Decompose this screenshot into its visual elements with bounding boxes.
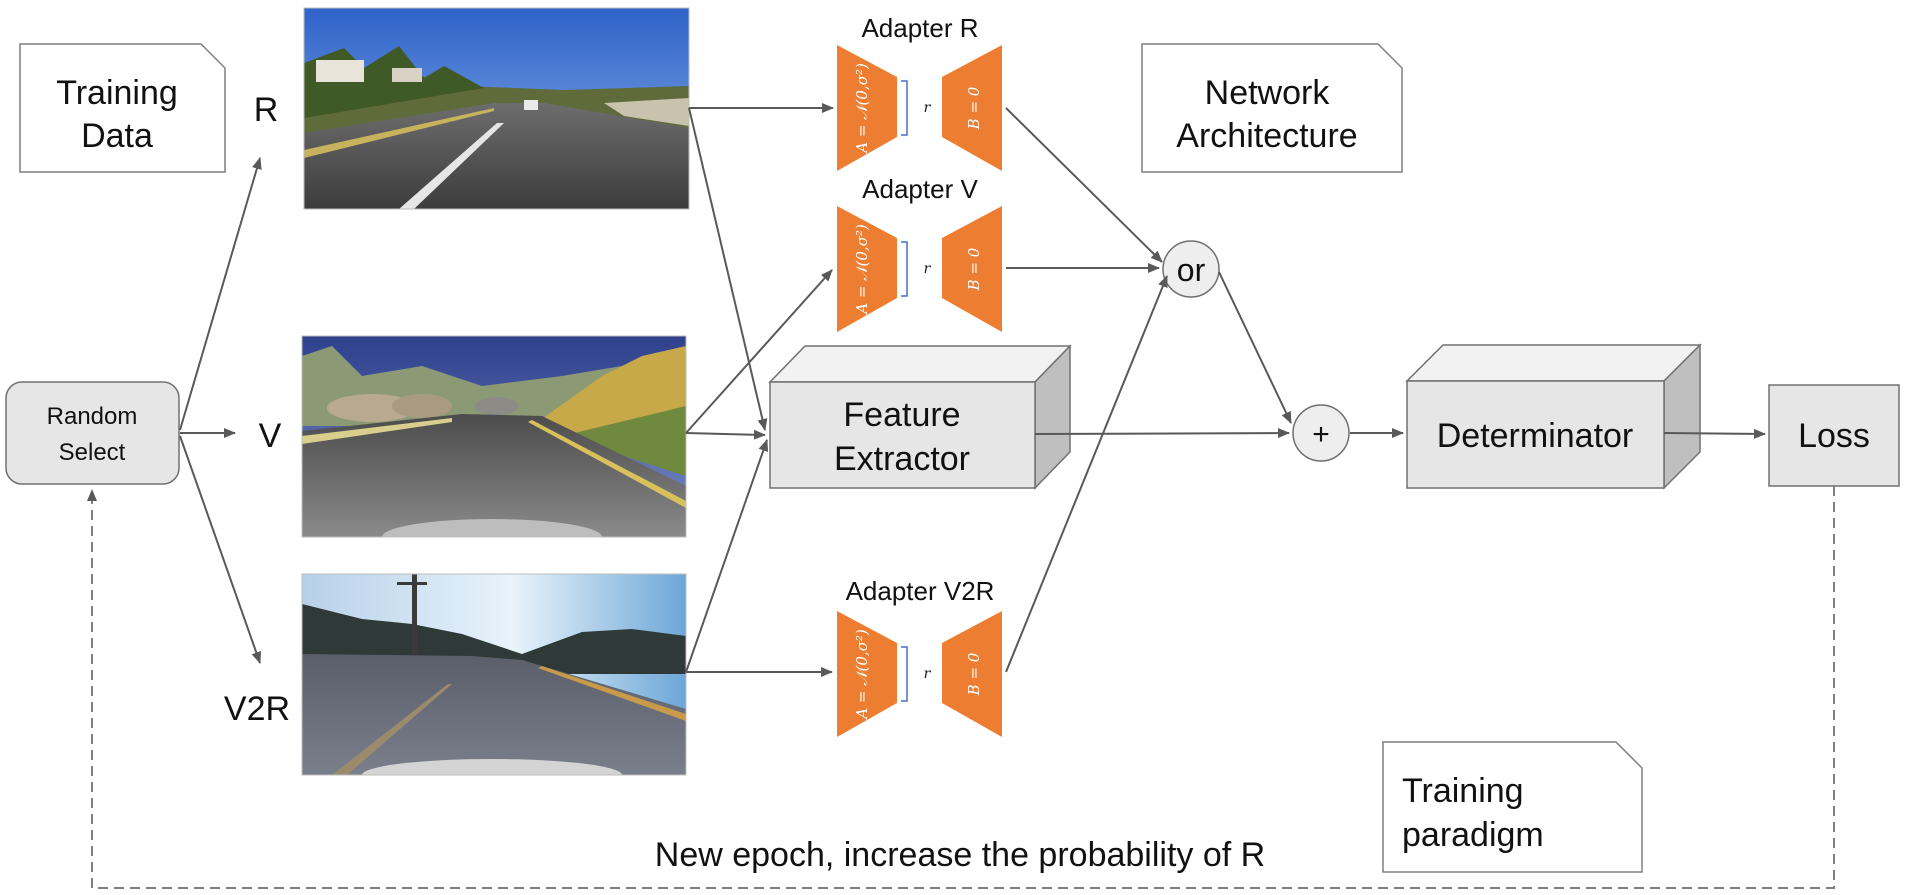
arrow-adapter-r-to-or bbox=[1005, 107, 1163, 263]
arrow-r-to-extractor bbox=[688, 107, 768, 431]
branch-label-v: V bbox=[259, 417, 282, 455]
adapter-r-b-formula: B = 0 bbox=[965, 86, 983, 130]
arrow-v-to-adapter-v bbox=[685, 269, 833, 434]
training-data-line2: Data bbox=[81, 117, 153, 155]
feature-extractor-block: Feature Extractor bbox=[768, 344, 1072, 490]
determinator-label: Determinator bbox=[1437, 417, 1634, 455]
arrow-determinator-to-loss bbox=[1663, 428, 1766, 439]
arrow-v2r-to-extractor bbox=[685, 439, 769, 673]
arrow-select-to-v2r bbox=[179, 435, 262, 664]
arrow-or-to-plus bbox=[1218, 271, 1292, 424]
random-select-line1: Random bbox=[47, 403, 138, 430]
feature-extractor-line2: Extractor bbox=[834, 440, 970, 478]
arrow-v-to-extractor bbox=[685, 429, 766, 440]
random-select-line2: Select bbox=[59, 439, 126, 466]
feature-extractor-line1: Feature bbox=[843, 396, 960, 434]
virtual-road-image bbox=[301, 335, 687, 538]
adapter-v: A = 𝒩(0,σ²) r B = 0 bbox=[836, 205, 1003, 333]
adapter-v-a-formula: A = 𝒩(0,σ²) bbox=[853, 224, 871, 316]
network-architecture-line2: Architecture bbox=[1176, 117, 1357, 155]
plus-label: + bbox=[1312, 418, 1330, 451]
training-data-note: Training Data bbox=[19, 43, 226, 173]
determinator-block: Determinator bbox=[1405, 343, 1702, 490]
adapter-v2r: A = 𝒩(0,σ²) r B = 0 bbox=[836, 610, 1003, 738]
adapter-v-b-formula: B = 0 bbox=[965, 247, 983, 291]
adapter-r-rank: r bbox=[924, 100, 932, 116]
loss-box: Loss bbox=[1768, 384, 1900, 487]
network-architecture-line1: Network bbox=[1205, 74, 1331, 112]
training-paradigm-note: Training paradigm bbox=[1382, 741, 1643, 873]
arrow-adapter-v2r-to-or bbox=[1005, 275, 1168, 673]
connector-arrows bbox=[87, 103, 1835, 889]
arrow-select-to-r bbox=[179, 157, 262, 431]
loss-label: Loss bbox=[1798, 417, 1870, 455]
real-road-image bbox=[303, 7, 690, 210]
branch-label-r: R bbox=[254, 91, 279, 129]
adapter-v2r-b-formula: B = 0 bbox=[965, 652, 983, 696]
adapter-v2r-a-formula: A = 𝒩(0,σ²) bbox=[853, 629, 871, 721]
adapter-r-title: Adapter R bbox=[861, 13, 978, 43]
random-select-box: Random Select bbox=[5, 381, 180, 485]
or-label: or bbox=[1177, 252, 1206, 288]
network-architecture-note: Network Architecture bbox=[1141, 43, 1403, 173]
adapter-r: A = 𝒩(0,σ²) r B = 0 bbox=[836, 44, 1003, 172]
plus-node: + bbox=[1292, 404, 1350, 462]
adapter-v2r-rank: r bbox=[924, 666, 932, 682]
branch-label-v2r: V2R bbox=[224, 690, 290, 728]
v2r-road-image bbox=[301, 573, 687, 776]
or-node: or bbox=[1162, 240, 1220, 298]
feedback-text: New epoch, increase the probability of R bbox=[655, 836, 1265, 874]
training-paradigm-line1: Training bbox=[1402, 772, 1524, 810]
arrow-extractor-to-plus bbox=[1034, 428, 1290, 439]
feedback-dashed-arrow bbox=[87, 486, 1835, 889]
training-data-line1: Training bbox=[56, 74, 178, 112]
adapter-v-rank: r bbox=[924, 261, 932, 277]
adapter-v-title: Adapter V bbox=[862, 174, 978, 204]
adapter-v2r-title: Adapter V2R bbox=[846, 576, 995, 606]
adapter-r-a-formula: A = 𝒩(0,σ²) bbox=[853, 63, 871, 155]
training-paradigm-line2: paradigm bbox=[1402, 816, 1544, 854]
